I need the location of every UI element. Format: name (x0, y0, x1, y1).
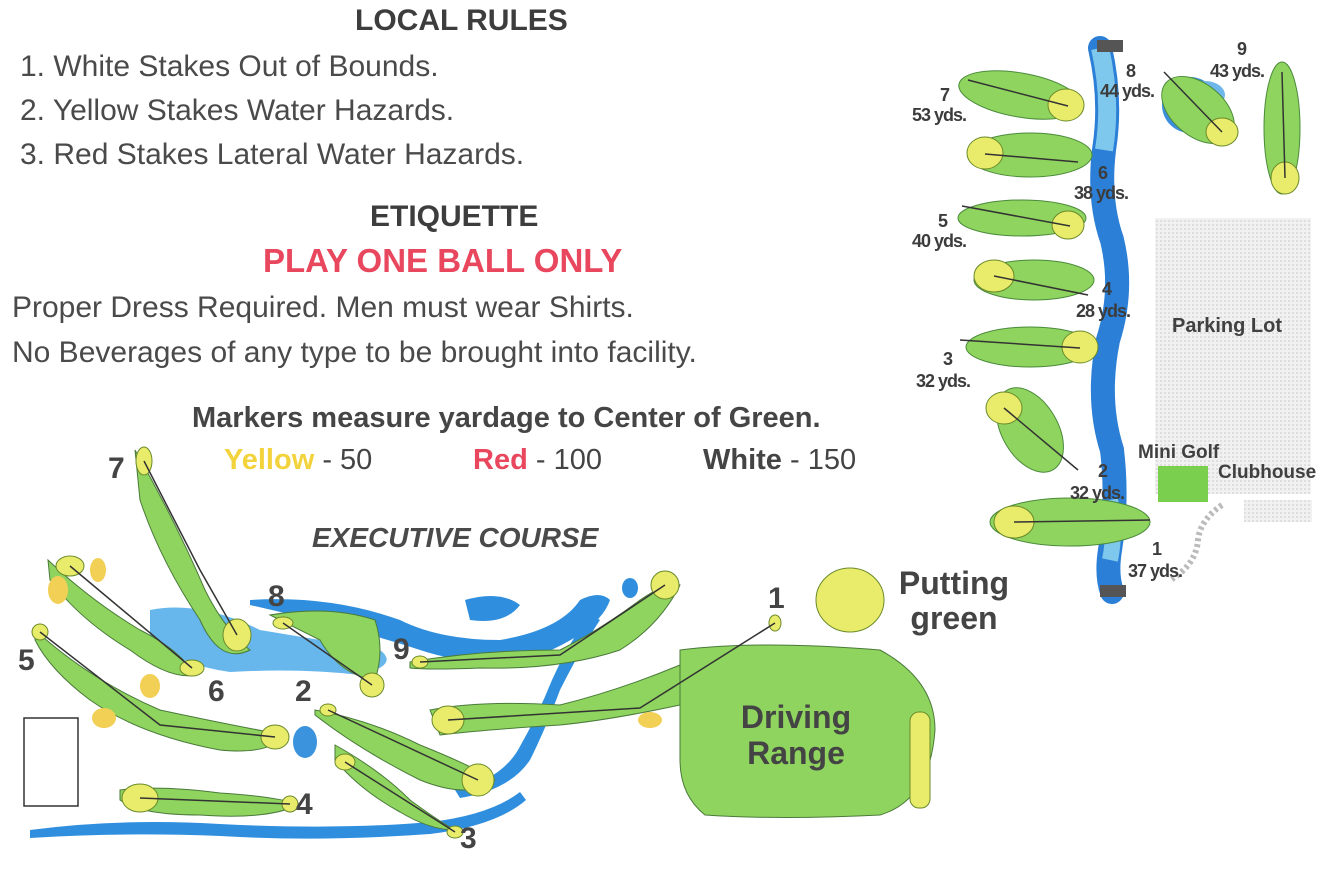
clubhouse-label: Clubhouse (1218, 462, 1317, 483)
ll-hole-4-num: 4 (1102, 279, 1112, 299)
mini-golf (1158, 466, 1208, 502)
ll-hole-5-yds: 40 yds. (912, 231, 967, 251)
red-marker: Red - 100 (473, 444, 602, 477)
exec-hole-number: 6 (208, 675, 225, 708)
yellow-value: - 50 (322, 444, 373, 476)
ll-hole-2-yds: 32 yds. (1070, 483, 1125, 503)
parking-lot-label: Parking Lot (1172, 315, 1283, 337)
ll-hole-1-yds: 37 yds. (1128, 561, 1183, 581)
ll-hole-6-num: 6 (1098, 163, 1108, 183)
rule-item: 3. Red Stakes Lateral Water Hazards. (20, 138, 525, 171)
yellow-marker: Yellow - 50 (224, 444, 372, 477)
exec-hole-number: 7 (108, 452, 125, 485)
markers-heading: Markers measure yardage to Center of Gre… (192, 402, 821, 434)
putting-green-label: Putting green (898, 565, 1010, 637)
bunkers (48, 558, 662, 728)
bridge-marker (1100, 585, 1126, 597)
white-label: White (703, 444, 782, 476)
ll-hole-3-num: 3 (943, 349, 953, 369)
driving-range-label-1: Driving (740, 699, 852, 735)
etiquette-line: Proper Dress Required. Men must wear Shi… (12, 291, 634, 324)
ll-hole-3-yds: 32 yds. (916, 371, 971, 391)
exec-hole-number: 2 (295, 675, 312, 708)
bridge-marker (1097, 40, 1123, 52)
ll-hole-9-yds: 43 yds. (1210, 61, 1265, 81)
ll-hole-1-num: 1 (1152, 539, 1162, 559)
executive-course-title: EXECUTIVE COURSE (312, 522, 599, 553)
executive-fairways (34, 449, 936, 831)
ob-box (23, 717, 79, 807)
red-value: - 100 (535, 444, 602, 476)
rule-item: 2. Yellow Stakes Water Hazards. (20, 94, 455, 127)
mini-golf-label: Mini Golf (1138, 442, 1220, 463)
parking-lot (1155, 218, 1311, 494)
ll-hole-8-yds: 44 yds. (1100, 81, 1155, 101)
ll-hole-2-num: 2 (1098, 461, 1108, 481)
white-marker: White - 150 (703, 444, 856, 477)
ll-hole-7-num: 7 (940, 85, 950, 105)
exec-hole-number: 4 (296, 788, 313, 821)
exec-hole-number: 9 (393, 633, 410, 666)
exec-hole-number: 1 (768, 582, 785, 615)
ll-hole-4-yds: 28 yds. (1076, 301, 1131, 321)
etiquette-title: ETIQUETTE (370, 200, 539, 233)
local-rules-title: LOCAL RULES (355, 4, 568, 37)
walkway (1168, 502, 1224, 583)
exec-hole-number: 3 (460, 822, 477, 855)
exec-hole-number: 5 (18, 644, 35, 677)
exec-hole-number: 8 (268, 580, 285, 613)
rule-item: 1. White Stakes Out of Bounds. (20, 50, 439, 83)
yellow-label: Yellow (224, 444, 315, 476)
clubhouse-path (1244, 500, 1312, 522)
ll-hole-5-num: 5 (938, 211, 948, 231)
driving-range-label-2: Range (747, 735, 845, 771)
ll-hole-6-yds: 38 yds. (1074, 183, 1129, 203)
hole-lines (39, 460, 776, 833)
ll-hole-9-num: 9 (1237, 39, 1247, 59)
red-label: Red (473, 444, 528, 476)
white-value: - 150 (790, 444, 857, 476)
play-one-ball: PLAY ONE BALL ONLY (263, 242, 623, 279)
little-links-holes (957, 61, 1301, 547)
ll-hole-7-yds: 53 yds. (912, 105, 967, 125)
etiquette-line: No Beverages of any type to be brought i… (12, 336, 697, 369)
ll-hole-8-num: 8 (1126, 61, 1136, 81)
